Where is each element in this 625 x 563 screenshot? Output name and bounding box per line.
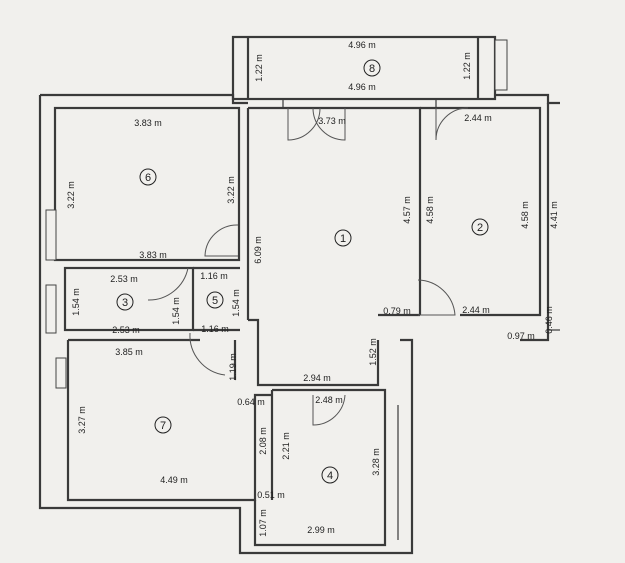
room-4-dim-step: 1.07 m — [258, 509, 268, 537]
room-8-dim-left: 1.22 m — [254, 54, 264, 82]
room-1-dim-right: 4.57 m — [402, 196, 412, 224]
room-3-number: 3 — [122, 297, 128, 309]
room-5-number: 5 — [212, 295, 218, 307]
outside-dim-bottom: 0.97 m — [507, 331, 535, 341]
room-2-dim-top: 2.44 m — [464, 113, 492, 123]
room-7-marker: 7 — [154, 416, 172, 434]
room-6-number: 6 — [145, 172, 151, 184]
room-1-number: 1 — [340, 233, 346, 245]
room-6-dim-left: 3.22 m — [66, 181, 76, 209]
room-4-dim-notch: 0.51 m — [257, 490, 285, 500]
room-numbers: 1 2 3 4 5 6 7 8 — [116, 59, 489, 484]
interior-walls — [53, 106, 542, 547]
room-3-dim-top: 2.53 m — [110, 274, 138, 284]
room-2-dim-bottom: 2.44 m — [462, 305, 490, 315]
room-2-dim-left: 4.58 m — [425, 196, 435, 224]
room-8-number: 8 — [369, 63, 375, 75]
room-3-dim-right: 1.54 m — [171, 297, 181, 325]
room-8-dim-bottom: 4.96 m — [348, 82, 376, 92]
room-7-dim-top: 3.85 m — [115, 347, 143, 357]
room-1-dim-top: 3.73 m — [318, 116, 346, 126]
room-4-dim-top: 2.48 m — [315, 395, 343, 405]
room-7-number: 7 — [160, 420, 166, 432]
room-7-dim-notch: 0.64 m — [237, 397, 265, 407]
room-4-dim-bottom: 2.99 m — [307, 525, 335, 535]
room-4-dim-right: 3.28 m — [371, 448, 381, 476]
room-6-dim-top: 3.83 m — [134, 118, 162, 128]
room-4-dim-left: 2.21 m — [281, 432, 291, 460]
windows — [45, 39, 508, 540]
doors — [147, 107, 469, 426]
room-4-dim-inner: 2.08 m — [258, 427, 268, 455]
room-8-dim-top: 4.96 m — [348, 40, 376, 50]
room-1-dim-step: 1.52 m — [368, 338, 378, 366]
room-4-number: 4 — [327, 470, 333, 482]
room-3-marker: 3 — [116, 293, 134, 311]
room-3-dim-bottom: 2.53 m — [112, 325, 140, 335]
dimension-labels: 4.96 m 4.96 m 1.22 m 1.22 m 3.83 m 3.22 … — [66, 40, 559, 537]
room-8-marker: 8 — [363, 59, 381, 77]
room-2-number: 2 — [477, 222, 483, 234]
room-2-dim-right: 4.58 m — [520, 201, 530, 229]
outside-dim-small: 0.46 m — [544, 306, 554, 334]
room-5-dim-top: 1.16 m — [200, 271, 228, 281]
room-1-dim-notch: 0.79 m — [383, 306, 411, 316]
room-4-marker: 4 — [321, 466, 339, 484]
room-1-dim-left: 6.09 m — [253, 236, 263, 264]
outer-walls — [38, 93, 560, 555]
room-2-marker: 2 — [471, 218, 489, 236]
room-6-dim-bottom: 3.83 m — [139, 250, 167, 260]
room-1-dim-bottom: 2.94 m — [303, 373, 331, 383]
room-6-dim-right: 3.22 m — [226, 176, 236, 204]
room-8-dim-right: 1.22 m — [462, 52, 472, 80]
outside-dim-right: 4.41 m — [549, 201, 559, 229]
room-5-marker: 5 — [206, 291, 224, 309]
room-7-dim-bottom: 4.49 m — [160, 475, 188, 485]
room-7-dim-left: 3.27 m — [77, 406, 87, 434]
room-6-marker: 6 — [139, 168, 157, 186]
room-5-dim-bottom: 1.16 m — [201, 324, 229, 334]
room-5-dim-passage: 1.19 m — [228, 353, 238, 381]
room-1-marker: 1 — [334, 229, 352, 247]
room-3-dim-left: 1.54 m — [71, 288, 81, 316]
room-5-dim-right: 1.54 m — [231, 289, 241, 317]
